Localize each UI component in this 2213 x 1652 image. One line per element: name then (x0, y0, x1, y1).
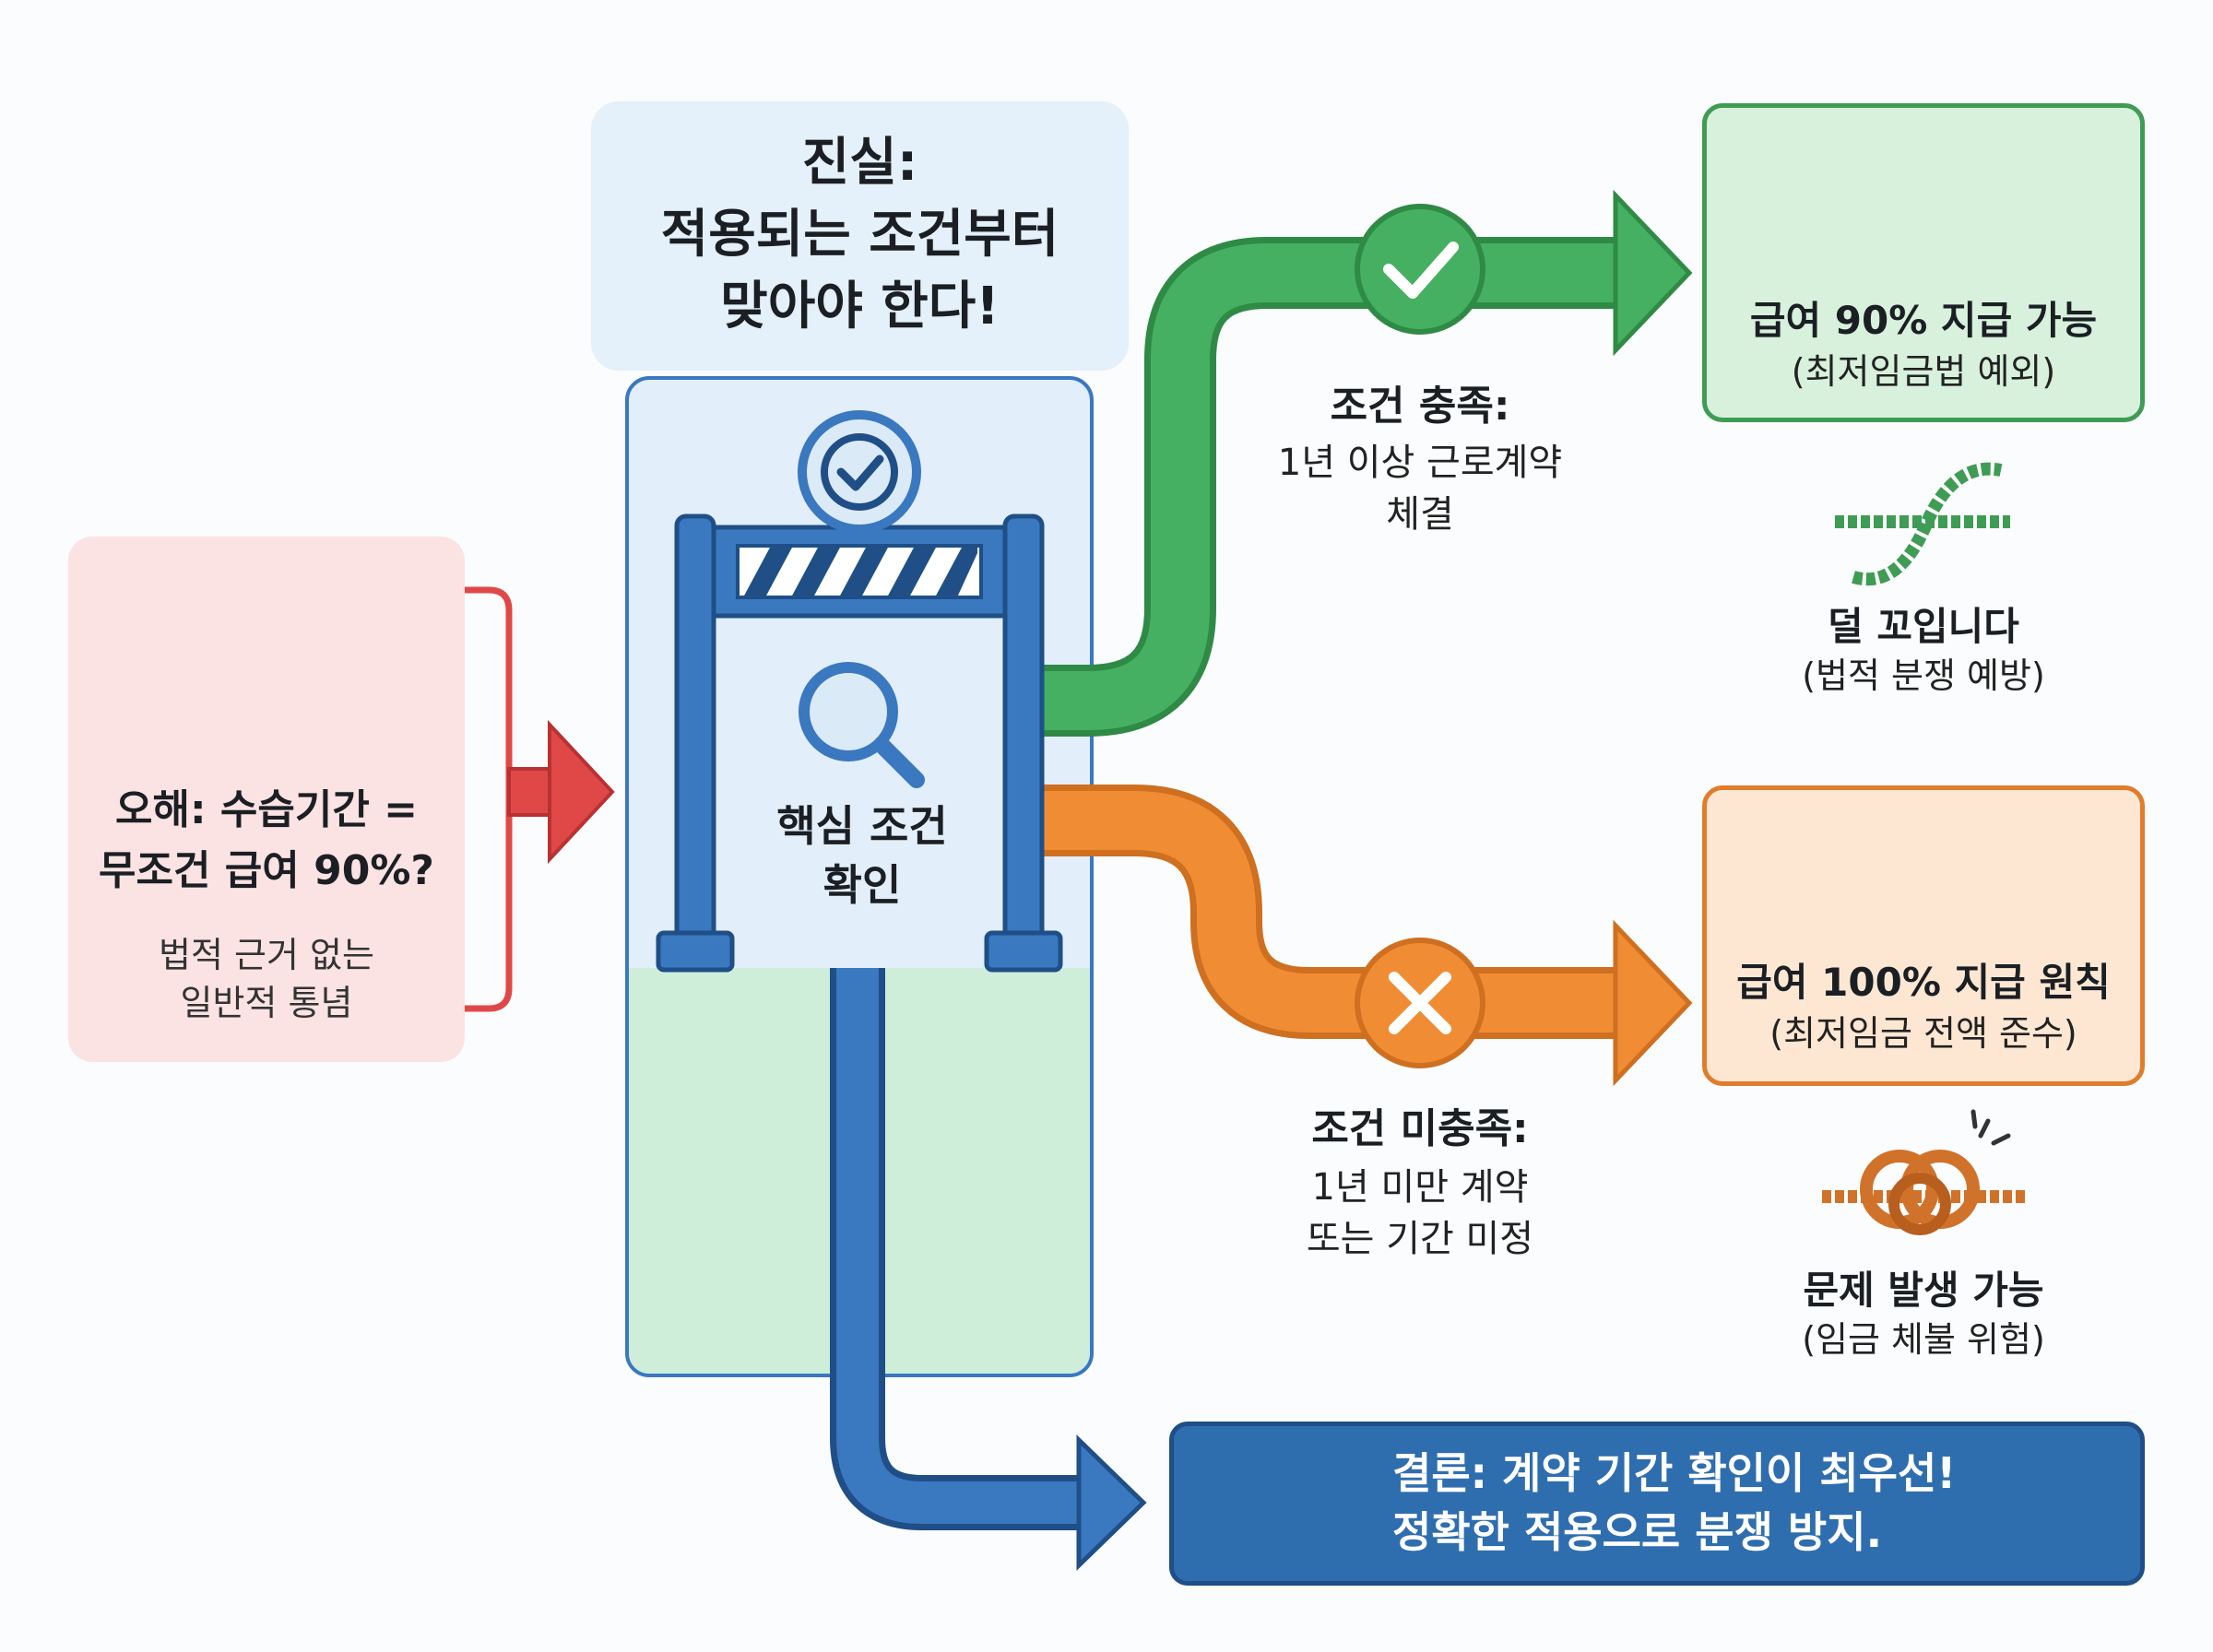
check-circle-icon (1355, 204, 1485, 335)
core-check-label: 핵심 조건 확인 (645, 796, 1079, 914)
condition-unmet-desc: 1년 미만 계약 또는 기간 미정 (1162, 1162, 1678, 1265)
unmet-desc-line2: 또는 기간 미정 (1306, 1218, 1534, 1260)
condition-met-desc: 1년 이상 근로계약 체결 (1189, 437, 1651, 540)
truth-box (591, 101, 1129, 371)
myth-sub-line1: 법적 근거 없는 (159, 935, 374, 975)
truth-title: 진실: 적용되는 조건부터 맞아야 한다! (591, 127, 1129, 343)
myth-title-line1: 오해: 수습기간 = (115, 786, 418, 833)
knotted-rope-icon (1822, 1109, 2029, 1235)
met-arrowhead (1613, 189, 1693, 357)
myth-sub-line2: 일반적 통념 (180, 983, 353, 1023)
problem-subtitle: (임금 체불 위험) (1802, 1319, 2045, 1360)
myth-title-line2: 무조건 급여 90%? (99, 847, 434, 894)
magnifier-icon (799, 662, 925, 788)
outcome-unmet-box (1702, 785, 2145, 1086)
truth-line3: 맞아야 한다! (720, 277, 1000, 336)
condition-unmet-title: 조건 미충족: (1311, 1105, 1529, 1152)
conclusion-box (1169, 1422, 2145, 1586)
loose-rope-icon (1835, 462, 2010, 586)
myth-title: 오해: 수습기간 = 무조건 급여 90%? (68, 780, 465, 902)
truth-line1: 진실: (801, 133, 918, 193)
outcome-met-box (1702, 103, 2145, 422)
myth-subtitle: 법적 근거 없는 일반적 통념 (68, 931, 465, 1027)
core-label-line1: 핵심 조건 (776, 801, 948, 851)
myth-bracket (465, 586, 513, 1012)
myth-box (68, 537, 465, 1062)
less-tangle-subtitle: (법적 분쟁 예방) (1802, 655, 2045, 696)
conclusion-line2: 정확한 적용으로 분쟁 방지. (1392, 1507, 1883, 1557)
check-badge-icon (798, 410, 921, 534)
gate-icon (656, 513, 1063, 973)
unmet-arrowhead (1613, 919, 1693, 1087)
conclusion-text: 결론: 계약 기간 확인이 최우선! 정확한 적용으로 분쟁 방지. (1392, 1444, 2130, 1562)
truth-line2: 적용되는 조건부터 (660, 205, 1059, 265)
unmet-desc-line1: 1년 미만 계약 (1311, 1166, 1529, 1209)
conclusion-arrowhead (1076, 1434, 1147, 1571)
problem-title: 문제 발생 가능 (1803, 1268, 2044, 1313)
outcome-met-subtitle: (최저임금법 예외) (1791, 351, 2056, 392)
outcome-met-title: 급여 90% 지급 가능 (1749, 298, 2098, 343)
conclusion-line1: 결론: 계약 기간 확인이 최우선! (1392, 1448, 1957, 1498)
met-desc-line1: 1년 이상 근로계약 (1277, 442, 1563, 484)
core-label-line2: 확인 (822, 860, 902, 910)
met-desc-line2: 체결 (1386, 493, 1454, 536)
condition-met-title: 조건 충족: (1330, 383, 1510, 430)
x-circle-icon (1355, 938, 1485, 1068)
myth-arrowhead (548, 719, 615, 865)
less-tangle-title: 덜 꼬입니다 (1828, 604, 2019, 649)
outcome-unmet-subtitle: (최저임금 전액 준수) (1769, 1013, 2077, 1054)
outcome-unmet-title: 급여 100% 지급 원칙 (1736, 960, 2111, 1005)
